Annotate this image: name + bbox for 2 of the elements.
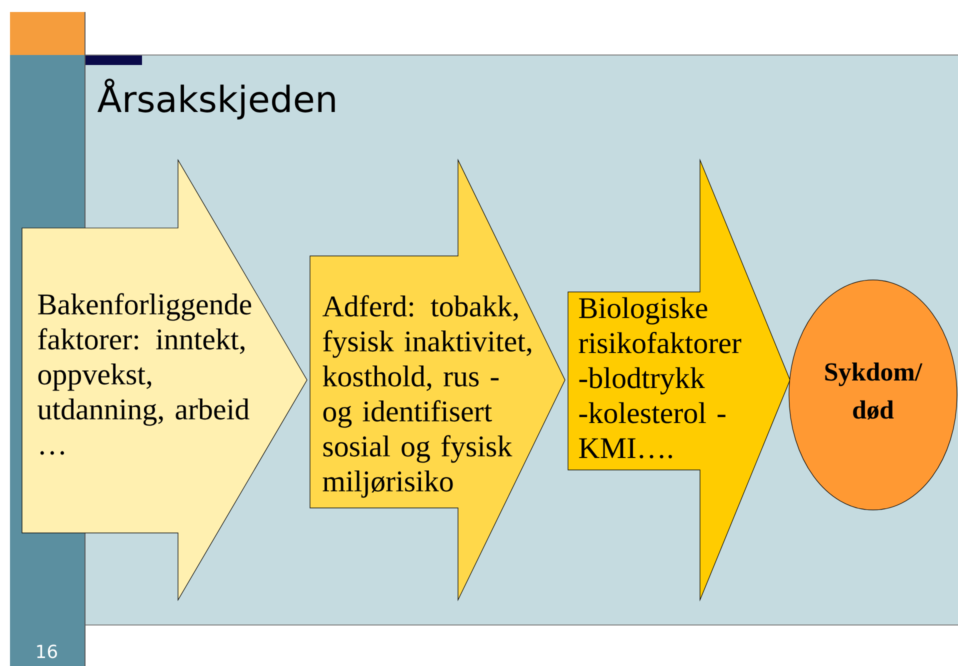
slide-title: Årsakskjeden — [98, 78, 335, 120]
slide-number: 16 — [37, 644, 57, 658]
